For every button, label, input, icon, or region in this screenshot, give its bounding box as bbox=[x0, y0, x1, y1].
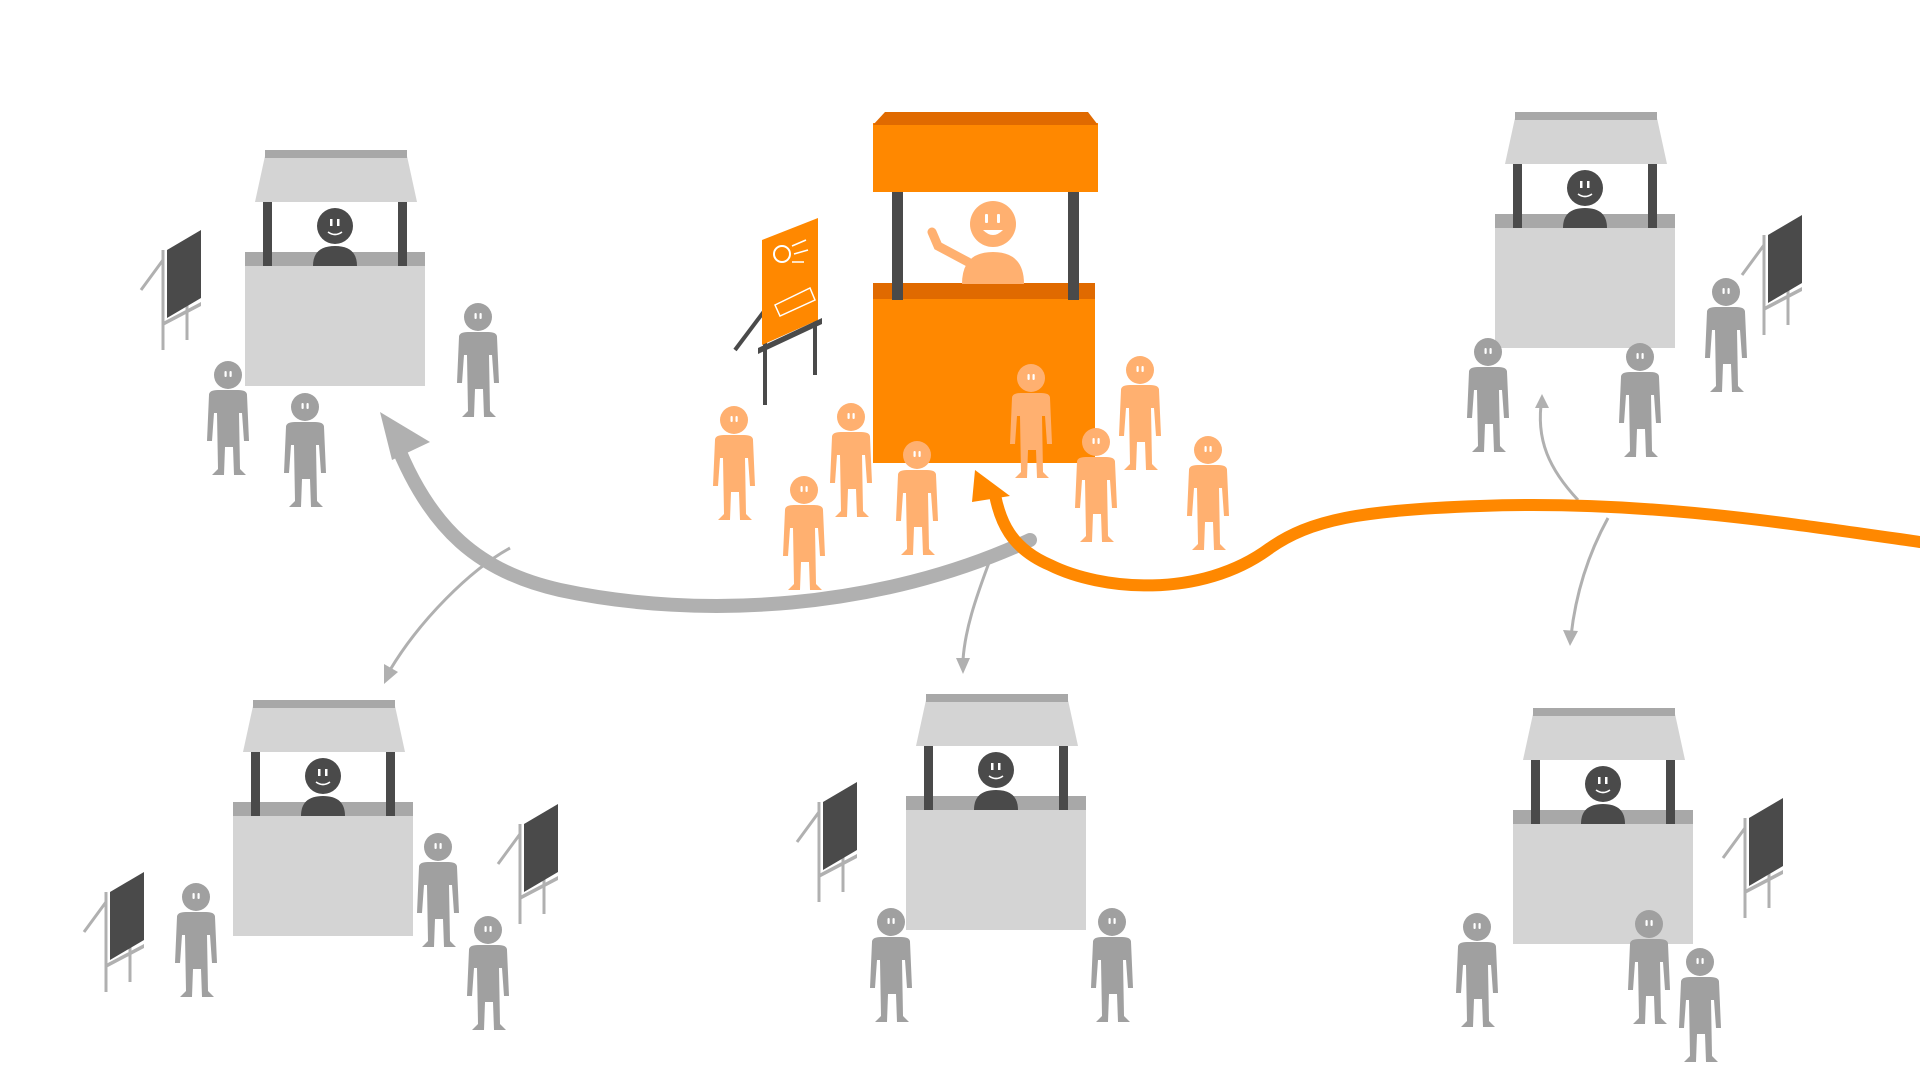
person-icon bbox=[457, 303, 499, 417]
orange-arrowhead-icon bbox=[972, 470, 1010, 502]
booth-center bbox=[733, 112, 1098, 463]
person-icon bbox=[1679, 948, 1721, 1062]
flow-arrows bbox=[380, 394, 1920, 684]
booth-top-right bbox=[1494, 111, 1804, 349]
booth-bottom-center bbox=[795, 693, 1087, 931]
person-icon bbox=[207, 361, 249, 475]
person-icon bbox=[1467, 338, 1509, 452]
person-icon bbox=[713, 406, 755, 520]
person-icon bbox=[830, 403, 872, 517]
sign-board-icon bbox=[1740, 213, 1804, 337]
orange-flow-arrow bbox=[989, 489, 1920, 592]
person-icon bbox=[467, 916, 509, 1030]
gray-flow-arrow bbox=[388, 433, 1037, 613]
sign-board-icon bbox=[733, 218, 822, 405]
person-icon bbox=[1705, 278, 1747, 392]
person-icon bbox=[175, 883, 217, 997]
sign-board-icon bbox=[795, 780, 859, 904]
vendor-waving bbox=[927, 201, 1024, 284]
gray-arrowhead-icon bbox=[380, 412, 430, 460]
person-icon bbox=[417, 833, 459, 947]
sign-board-icon bbox=[139, 228, 203, 352]
person-icon bbox=[284, 393, 326, 507]
market-stall-icon bbox=[1512, 707, 1694, 945]
market-stall-icon bbox=[244, 149, 426, 387]
person-icon bbox=[1091, 908, 1133, 1022]
person-icon bbox=[1456, 913, 1498, 1027]
market-stall-icon bbox=[1494, 111, 1676, 349]
person-icon bbox=[1187, 436, 1229, 550]
booth-bottom-right bbox=[1512, 707, 1785, 945]
market-stall-icon bbox=[232, 699, 414, 937]
person-icon bbox=[1119, 356, 1161, 470]
person-icon bbox=[1619, 343, 1661, 457]
person-icon bbox=[870, 908, 912, 1022]
sign-board-icon bbox=[496, 802, 560, 926]
sign-board-icon bbox=[82, 870, 146, 994]
booth-top-left bbox=[139, 149, 426, 387]
sign-board-icon bbox=[1721, 796, 1785, 920]
market-stall-icon bbox=[905, 693, 1087, 931]
person-icon bbox=[783, 476, 825, 590]
